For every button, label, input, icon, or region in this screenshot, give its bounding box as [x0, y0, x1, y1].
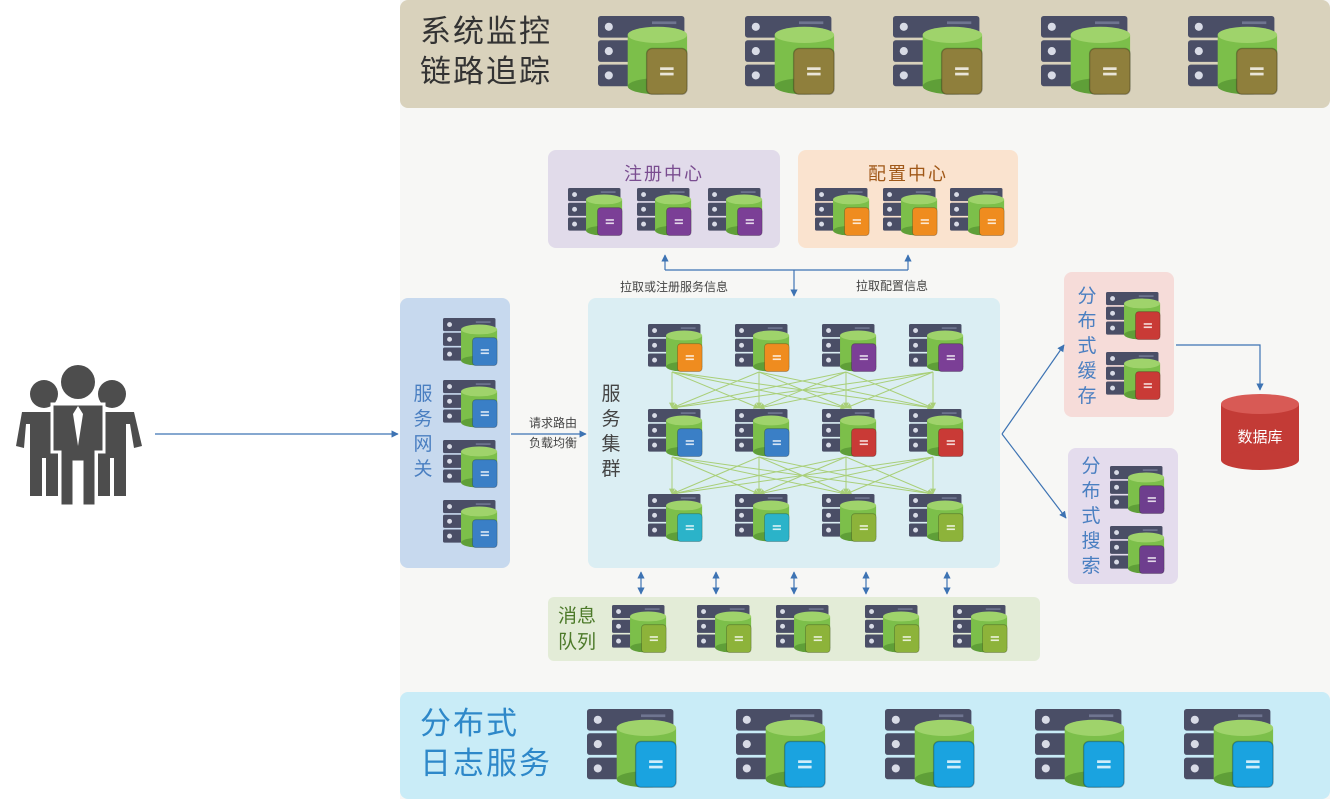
- search-server-icon-1: [1110, 466, 1165, 514]
- cluster-server-icon-r1c4: [909, 324, 964, 372]
- edge-label-route: 请求路由 负载均衡: [529, 416, 578, 450]
- log-title: 分布式 日志服务: [420, 706, 552, 782]
- cluster-to-search-arrow: [1001, 433, 1067, 519]
- registry-server-icon-3: [708, 188, 763, 236]
- cluster-server-icon-r1c2: [735, 324, 790, 372]
- config-server-icon-3: [950, 188, 1005, 236]
- log-server-icon-2: [736, 709, 826, 788]
- registry-server-icon-2: [637, 188, 692, 236]
- mq-title: 消息队列: [557, 605, 596, 653]
- cache-title: 分布式缓存: [1077, 285, 1097, 407]
- registry-title: 注册中心: [624, 164, 704, 185]
- cluster-mesh-line-r2: [671, 456, 847, 496]
- cluster-server-icon-r2c4: [909, 409, 964, 457]
- cache-to-db-arrow: [1176, 344, 1264, 391]
- cluster-to-cache-arrow: [1001, 344, 1065, 435]
- mq-server-icon-1: [612, 605, 667, 653]
- monitor-server-icon-1: [598, 16, 688, 95]
- cluster-mesh-line-r1: [845, 371, 934, 409]
- cluster-server-icon-r2c3: [822, 409, 877, 457]
- monitor-server-icon-4: [1041, 16, 1131, 95]
- cluster-server-icon-r2c2: [735, 409, 790, 457]
- cluster-mesh-line-r2: [845, 456, 934, 495]
- mq-server-icon-2: [697, 605, 752, 653]
- config-server-icon-1: [815, 188, 870, 236]
- cluster-server-icon-r3c1: [648, 494, 703, 542]
- config-title: 配置中心: [868, 164, 948, 185]
- search-server-icon-2: [1110, 526, 1165, 574]
- database-icon: [1221, 394, 1299, 470]
- cluster-mesh-line-r2: [671, 456, 760, 495]
- log-server-icon-5: [1184, 709, 1274, 788]
- mq-server-icon-3: [776, 605, 831, 653]
- cluster-title: 服务集群: [601, 383, 621, 480]
- users-icon: [16, 365, 142, 507]
- config-server-icon-2: [883, 188, 938, 236]
- cache-server-icon-2: [1106, 352, 1161, 400]
- cache-server-icon-1: [1106, 292, 1161, 340]
- gateway-server-icon-2: [443, 380, 498, 428]
- monitor-title: 系统监控 链路追踪: [420, 14, 552, 90]
- search-title: 分布式搜索: [1081, 455, 1101, 577]
- cluster-server-icon-r3c4: [909, 494, 964, 542]
- edge-label-pull-config: 拉取配置信息: [856, 279, 929, 293]
- mq-server-icon-4: [865, 605, 920, 653]
- cluster-server-icon-r1c3: [822, 324, 877, 372]
- database-label: 数据库: [1237, 428, 1283, 446]
- gateway-title: 服务网关: [413, 383, 433, 480]
- gateway-server-icon-4: [443, 500, 498, 548]
- cluster-mesh-line-r2: [758, 456, 934, 496]
- gateway-server-icon-1: [443, 318, 498, 366]
- monitor-server-icon-5: [1188, 16, 1278, 95]
- registry-server-icon-1: [568, 188, 623, 236]
- cluster-server-icon-r3c3: [822, 494, 877, 542]
- cluster-server-icon-r2c1: [648, 409, 703, 457]
- gateway-server-icon-3: [443, 440, 498, 488]
- monitor-server-icon-3: [893, 16, 983, 95]
- log-server-icon-1: [587, 709, 677, 788]
- cluster-mesh-line-r1: [671, 371, 760, 409]
- monitor-server-icon-2: [745, 16, 835, 95]
- log-server-icon-3: [885, 709, 975, 788]
- database: 数据库: [1221, 394, 1299, 470]
- monitor-band: 系统监控 链路追踪: [400, 0, 1330, 108]
- log-band: 分布式 日志服务: [400, 692, 1330, 799]
- cluster-server-icon-r1c1: [648, 324, 703, 372]
- cluster-mesh-line-r1: [758, 371, 934, 410]
- cluster-mesh-line-r2: [671, 456, 934, 497]
- cluster-mesh-line-r1: [671, 371, 847, 410]
- cluster-mesh-line-r1: [671, 371, 934, 411]
- mq-server-icon-5: [953, 605, 1008, 653]
- cluster-server-icon-r3c2: [735, 494, 790, 542]
- edge-label-pull-register: 拉取或注册服务信息: [620, 280, 729, 294]
- log-server-icon-4: [1035, 709, 1125, 788]
